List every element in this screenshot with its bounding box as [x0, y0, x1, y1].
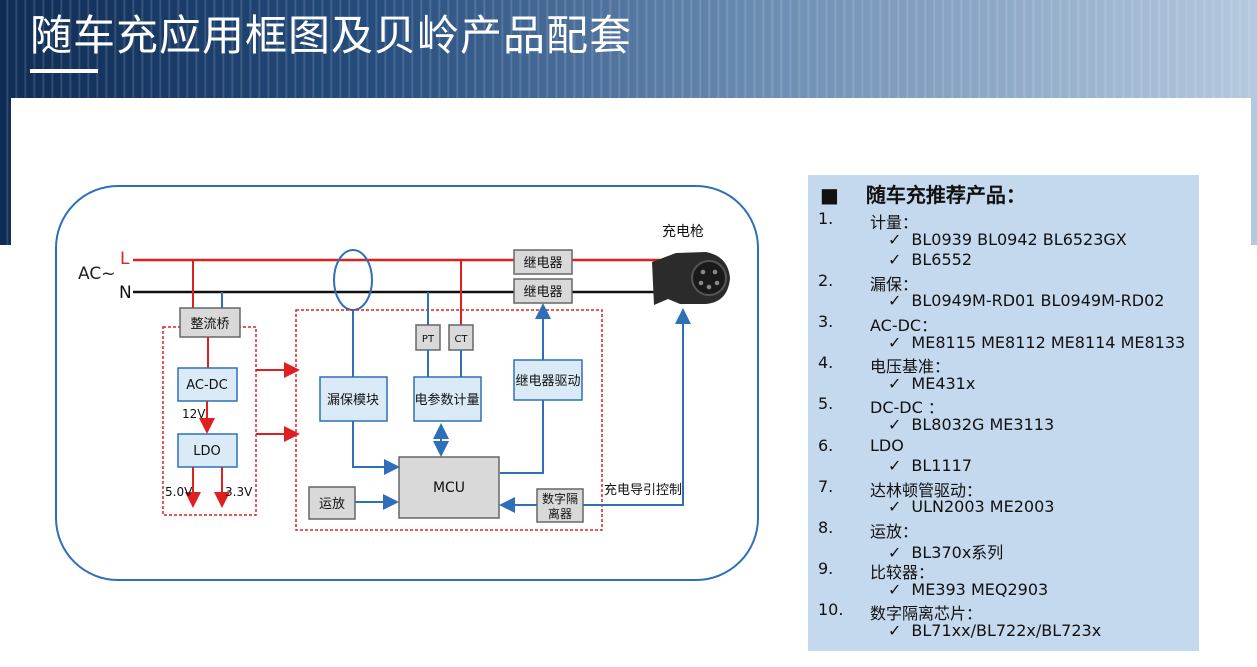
recommend-product: ✓ BL0939 BL0942 BL6523GX — [888, 230, 1127, 249]
recommend-item-category: AC-DC： — [870, 316, 938, 335]
rectifier-box — [179, 307, 241, 338]
check-icon: ✓ — [888, 229, 902, 249]
recommend-item-number: 6. — [818, 435, 834, 455]
page-title: 随车充应用框图及贝岭产品配套 — [30, 11, 633, 60]
charging-gun-icon — [652, 252, 730, 305]
pt-label: PT — [422, 334, 435, 345]
ct-label: CT — [454, 334, 468, 345]
relay-box-1 — [513, 249, 573, 275]
check-icon: ✓ — [888, 415, 902, 434]
recommend-product: ✓ BL6552 — [888, 250, 972, 269]
check-icon: ✓ — [888, 456, 902, 476]
recommend-item-number: 10. — [818, 600, 844, 620]
recommend-product-text: ME393 MEQ2903 — [911, 579, 1049, 599]
recommend-item-category: 比较器： — [870, 563, 935, 583]
check-icon: ✓ — [888, 250, 902, 270]
recommend-item-category: 运放： — [870, 522, 919, 541]
pilot-label: 充电导引控制 — [604, 482, 682, 498]
check-icon: ✓ — [888, 332, 902, 352]
relay-label-2: 继电器 — [523, 285, 562, 300]
rectifier-label: 整流桥 — [190, 317, 229, 332]
line-l-label: L — [120, 249, 130, 269]
diagram-frame — [55, 185, 759, 581]
check-icon: ✓ — [888, 291, 902, 311]
recommend-panel: ■ 随车充推荐产品： 1.计量：✓BL0939 BL0942 BL6523GX✓… — [808, 175, 1199, 651]
charging-gun-label: 充电枪 — [662, 223, 704, 240]
recommend-product-text: BL8032G ME3113 — [911, 415, 1055, 434]
recommend-product: ✓ BL8032G ME3113 — [888, 415, 1054, 434]
recommend-product: ✓ BL0949M-RD01 BL0949M-RD02 — [888, 291, 1164, 310]
acdc-label: AC-DC — [186, 378, 228, 393]
recommend-heading: ■ 随车充推荐产品： — [820, 179, 1026, 208]
ac-label: AC~ — [78, 264, 115, 284]
mcu-box — [398, 456, 500, 519]
acdc-box — [177, 367, 238, 402]
recommend-item-category: 漏保： — [870, 274, 919, 294]
recommend-product: ✓ BL370x系列 — [888, 539, 1003, 563]
check-icon: ✓ — [888, 579, 902, 599]
recommend-item-category: 数字隔离芯片： — [870, 604, 983, 624]
recommend-item-category: 电压基准： — [870, 357, 951, 377]
recommend-item-category: LDO — [870, 435, 904, 455]
recommend-item-number: 4. — [818, 353, 834, 373]
recommend-item-number: 9. — [818, 559, 834, 579]
recommend-product: ✓ ME431x — [888, 374, 975, 393]
ldo-label: LDO — [193, 444, 221, 459]
mcu-label: MCU — [433, 480, 465, 496]
recommend-product: ✓ ME393 MEQ2903 — [888, 580, 1048, 599]
recommend-product: ✓ ULN2003 ME2003 — [888, 497, 1054, 516]
voltage-12v: 12V — [182, 407, 206, 421]
recommend-product: ✓ BL1117 — [888, 456, 972, 475]
recommend-item-number: 3. — [818, 312, 834, 331]
recommend-item-number: 8. — [818, 518, 834, 537]
recommend-product-text: BL370x系列 — [911, 542, 1004, 562]
recommend-heading-text: 随车充推荐产品： — [865, 183, 1026, 207]
recommend-product-text: BL0939 BL0942 BL6523GX — [911, 229, 1127, 249]
recommend-product-text: BL0949M-RD01 BL0949M-RD02 — [911, 291, 1165, 311]
recommend-product-text: BL71xx/BL722x/BL723x — [911, 621, 1102, 640]
recommend-item-number: 5. — [818, 394, 834, 414]
recommend-item-category: DC-DC ： — [870, 398, 944, 418]
square-bullet-icon: ■ — [820, 183, 839, 207]
meter-label: 电参数计量 — [414, 392, 479, 408]
check-icon: ✓ — [888, 497, 902, 517]
ldo-box — [177, 433, 238, 468]
recommend-product-text: ME8115 ME8112 ME8114 ME8133 — [911, 332, 1186, 352]
control-group — [295, 309, 603, 531]
voltage-3v3: 3.3V — [225, 485, 253, 499]
recommend-item-category: 达林顿管驱动： — [870, 480, 983, 500]
relay-label-1: 继电器 — [523, 256, 562, 271]
recommend-item-number: 1. — [818, 209, 834, 228]
opamp-box — [308, 486, 356, 520]
leak-module-label: 漏保模块 — [327, 392, 379, 408]
ct-box — [448, 324, 474, 351]
voltage-5v: 5.0V — [165, 485, 193, 499]
isolator-label-1: 数字隔 — [542, 491, 578, 506]
recommend-item-number: 2. — [818, 270, 834, 290]
check-icon: ✓ — [888, 621, 902, 640]
isolator-label-2: 离器 — [548, 506, 572, 521]
recommend-product-text: BL1117 — [911, 456, 973, 476]
line-n-label: N — [119, 283, 132, 303]
recommend-product-text: ULN2003 ME2003 — [911, 497, 1055, 517]
recommend-product-text: BL6552 — [911, 250, 973, 270]
recommend-item-category: 计量： — [870, 213, 919, 232]
check-icon: ✓ — [888, 373, 902, 393]
title-underline — [30, 69, 98, 73]
meter-box — [413, 376, 482, 422]
relay-box-2 — [513, 278, 573, 304]
leak-module-box — [319, 376, 388, 422]
opamp-label: 运放 — [319, 497, 345, 512]
recommend-product-text: ME431x — [911, 373, 976, 393]
recommend-item-number: 7. — [818, 476, 834, 496]
recommend-product: ✓ ME8115 ME8112 ME8114 ME8133 — [888, 333, 1185, 352]
relay-driver-label: 继电器驱动 — [515, 374, 580, 389]
check-icon: ✓ — [888, 542, 902, 562]
relay-driver-box — [513, 359, 583, 401]
recommend-product: ✓ BL71xx/BL722x/BL723x — [888, 621, 1101, 640]
